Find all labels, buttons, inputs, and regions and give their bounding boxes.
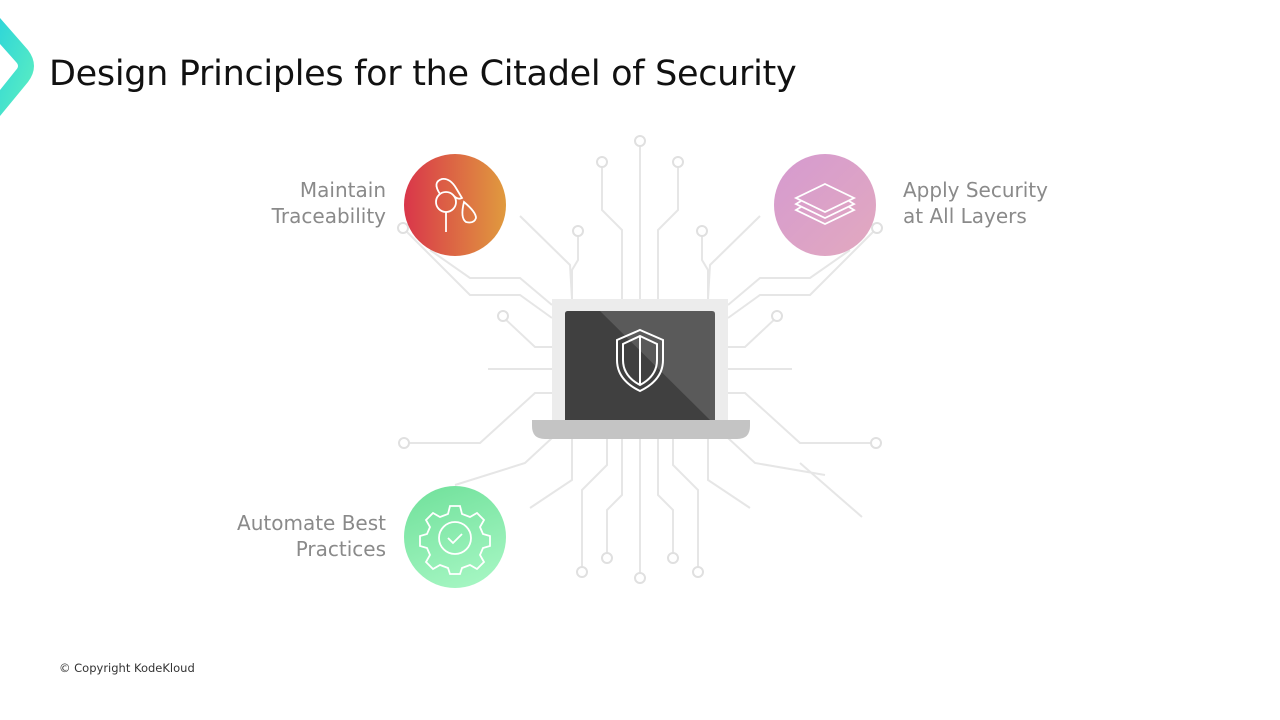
principle-label-automate: Automate Best Practices bbox=[237, 510, 386, 562]
shield-icon bbox=[616, 328, 664, 393]
kodekloud-logo-icon bbox=[0, 18, 34, 116]
copyright-text: © Copyright KodeKloud bbox=[59, 661, 195, 675]
gear-check-icon bbox=[419, 505, 491, 575]
automate-circle bbox=[404, 486, 506, 588]
page-title: Design Principles for the Citadel of Sec… bbox=[49, 54, 797, 94]
label-line: at All Layers bbox=[903, 204, 1027, 228]
label-line: Apply Security bbox=[903, 178, 1048, 202]
layers-circle bbox=[774, 154, 876, 256]
label-line: Practices bbox=[295, 537, 386, 561]
label-line: Maintain bbox=[299, 178, 386, 202]
traceability-icon bbox=[435, 178, 477, 232]
principle-label-traceability: Maintain Traceability bbox=[272, 177, 386, 229]
principle-label-layers: Apply Security at All Layers bbox=[903, 177, 1048, 229]
traceability-circle bbox=[404, 154, 506, 256]
label-line: Automate Best bbox=[237, 511, 386, 535]
layers-icon bbox=[793, 183, 857, 225]
label-line: Traceability bbox=[271, 204, 386, 228]
laptop-icon bbox=[532, 299, 750, 439]
